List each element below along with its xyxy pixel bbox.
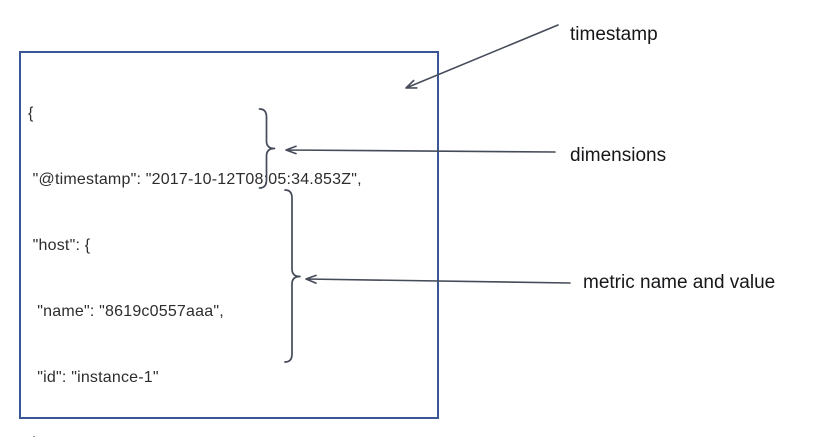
json-document-box: { "@timestamp": "2017-10-12T08:05:34.853… [19,51,439,437]
json-code-line: "host": { [28,237,91,254]
json-code-line: "name": "8619c0557aaa", [28,303,224,320]
dimensions-label: dimensions [570,145,667,166]
json-code-line: }, [28,433,362,437]
json-code-line: { [28,105,34,122]
timestamp-label: timestamp [570,24,658,45]
json-code-block: { "@timestamp": "2017-10-12T08:05:34.853… [28,59,362,437]
metric-label: metric name and value [583,272,776,293]
json-code-line: "@timestamp": "2017-10-12T08:05:34.853Z"… [28,171,362,188]
json-code-line: "id": "instance-1" [28,369,159,386]
